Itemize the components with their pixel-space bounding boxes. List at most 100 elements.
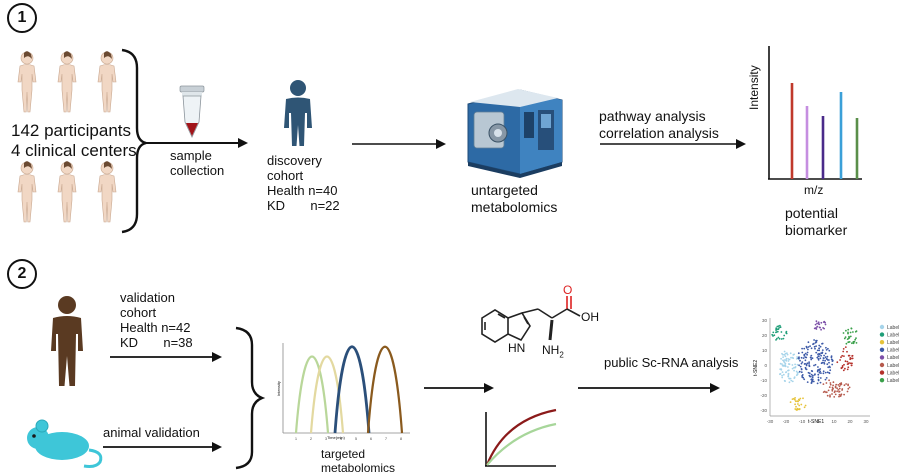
- tsne-point: [836, 361, 839, 364]
- tsne-point: [772, 331, 775, 334]
- chromatogram-xtick: 3: [325, 436, 328, 441]
- tsne-point: [776, 325, 779, 328]
- validation-line4: KD n=38: [120, 335, 193, 350]
- tsne-point: [849, 357, 852, 359]
- chromatogram-peaks: [294, 345, 404, 434]
- tsne-point: [802, 357, 805, 359]
- tsne-point: [810, 354, 813, 357]
- tsne-point: [783, 353, 786, 356]
- tsne-point: [776, 330, 779, 333]
- tsne-point: [850, 327, 853, 330]
- tsne-legend-label: Label: [887, 378, 899, 384]
- tsne-point: [785, 371, 788, 373]
- tsne-point: [806, 351, 809, 354]
- tsne-point: [819, 381, 822, 384]
- validation-person-icon: [51, 296, 83, 386]
- tsne-point: [820, 354, 822, 357]
- tsne-legend-label: Label: [887, 340, 899, 346]
- tsne-point: [801, 361, 804, 363]
- tsne-point: [832, 381, 835, 384]
- tsne-point: [823, 320, 826, 323]
- tsne-point: [829, 395, 831, 398]
- discovery-line3: Health n=40: [267, 183, 338, 198]
- tsne-point: [827, 389, 830, 392]
- tsne-point: [780, 338, 783, 340]
- tsne-point: [829, 394, 831, 396]
- tsne-point: [848, 362, 850, 364]
- tsne-point: [815, 345, 817, 347]
- sample-tube-icon: [179, 85, 205, 138]
- tsne-point: [789, 377, 792, 380]
- tsne-point: [826, 358, 828, 360]
- tsne-point: [821, 349, 824, 351]
- tsne-point: [832, 384, 834, 387]
- tsne-point: [787, 375, 790, 378]
- tsne-point: [822, 359, 824, 362]
- discovery-line4: KD n=22: [267, 198, 340, 213]
- tsne-point: [846, 338, 849, 340]
- tsne-point: [847, 366, 850, 369]
- molecule-oh: OH: [581, 310, 599, 324]
- tsne-point: [806, 381, 809, 383]
- tsne-point: [804, 356, 807, 359]
- tsne-point: [845, 383, 847, 385]
- molecule-nh2: NH2: [542, 343, 564, 362]
- tsne-point: [847, 341, 850, 344]
- growth-curve-plot: [485, 408, 557, 467]
- tsne-point: [818, 353, 821, 356]
- tsne-point: [796, 372, 799, 374]
- validation-line3: Health n=42: [120, 320, 191, 335]
- tsne-point: [811, 370, 814, 373]
- tsne-point: [843, 355, 845, 357]
- tsne-point: [792, 357, 795, 360]
- biomarker-line1: potential: [785, 205, 838, 221]
- tsne-point: [785, 357, 788, 360]
- tsne-point: [849, 358, 852, 361]
- tsne-point: [808, 361, 810, 364]
- chromatogram-xtick: 1: [295, 436, 298, 441]
- human-figure-icon: [57, 50, 77, 113]
- tsne-point: [824, 371, 827, 374]
- tsne-legend-label: Label: [887, 370, 899, 376]
- tsne-point: [834, 393, 837, 396]
- tsne-point: [842, 332, 845, 334]
- tsne-legend-swatch: [879, 347, 885, 352]
- tsne-point: [810, 358, 813, 361]
- tsne-xtick: 20: [847, 419, 853, 424]
- tsne-legend-label: Label: [887, 363, 899, 369]
- tsne-point: [809, 375, 812, 378]
- sample-label-line1: sample: [170, 148, 212, 163]
- tsne-point: [812, 374, 814, 377]
- patient-group-top: [17, 50, 117, 113]
- tryptophan-molecule: [481, 296, 581, 343]
- tsne-point: [787, 360, 790, 362]
- tsne-point: [799, 359, 801, 362]
- tsne-point: [806, 353, 808, 356]
- tsne-point: [782, 353, 784, 356]
- tsne-point: [836, 390, 838, 393]
- human-figure-icon: [17, 160, 37, 223]
- chromatogram-xlabel: Time(min): [327, 435, 345, 440]
- tsne-ytick: 30: [762, 318, 768, 323]
- tsne-point: [784, 355, 787, 358]
- tsne-point: [849, 335, 852, 338]
- tsne-point: [812, 380, 815, 383]
- tsne-point: [830, 358, 833, 361]
- tsne-point: [841, 365, 844, 367]
- tsne-point: [800, 368, 803, 371]
- tsne-point: [803, 363, 806, 365]
- tsne-point: [776, 328, 778, 331]
- validation-line1: validation: [120, 290, 175, 305]
- chromatogram-ylabel: Intensity: [276, 381, 281, 396]
- tsne-point: [821, 342, 824, 345]
- tsne-point: [807, 341, 810, 344]
- biomarker-line2: biomarker: [785, 222, 848, 238]
- human-figure-icon: [97, 160, 117, 223]
- tsne-point: [851, 357, 853, 360]
- step-2-badge: 2: [7, 259, 37, 289]
- tsne-point: [787, 366, 789, 368]
- tsne-point: [810, 382, 813, 384]
